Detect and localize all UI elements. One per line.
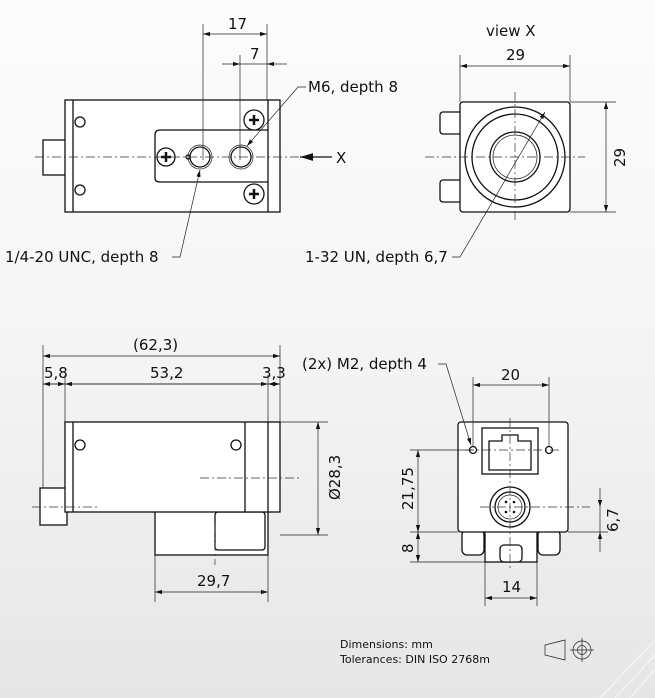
dim-14: 14: [502, 578, 521, 596]
back-view: 20 (2x) M2, depth 4 21,75 8 6,7 14: [302, 355, 622, 606]
dim-62-3: (62,3): [133, 336, 178, 354]
dim-8: 8: [399, 543, 417, 553]
screw-icon: [243, 183, 265, 205]
m6-label: M6, depth 8: [308, 78, 398, 96]
background-stripes: [599, 639, 655, 698]
dim-29-width: 29: [506, 46, 525, 64]
dim-6-7: 6,7: [604, 508, 622, 532]
tolerances-note: Tolerances: DIN ISO 2768m: [339, 653, 490, 666]
projection-symbol-icon: [544, 638, 594, 662]
top-view: X 17 7 M6, depth 8 1/4-20 UNC, depth 8: [5, 15, 398, 266]
dimensions-note: Dimensions: mm: [340, 638, 433, 651]
dim-53-2: 53,2: [150, 364, 183, 382]
front-view: view X 29 29 1-32 UN, depth 6,7: [305, 22, 629, 266]
side-view: (62,3) 5,8 53,2 3,3 Ø28,3 29,7: [32, 336, 344, 602]
dim-29-height: 29: [611, 148, 629, 167]
dim-29-7: 29,7: [197, 572, 230, 590]
dim-5-8: 5,8: [44, 364, 68, 382]
dim-21-75: 21,75: [399, 467, 417, 510]
screw-icon: [243, 109, 265, 131]
view-x-title: view X: [486, 22, 536, 40]
dim-3-3: 3,3: [262, 364, 286, 382]
dim-diameter-28-3: Ø28,3: [326, 455, 344, 500]
dim-17: 17: [228, 15, 247, 33]
dim-7: 7: [250, 45, 260, 63]
un-label: 1-32 UN, depth 6,7: [305, 248, 448, 266]
dim-20: 20: [501, 366, 520, 384]
m2-label: (2x) M2, depth 4: [302, 355, 427, 373]
view-arrow-label: X: [336, 149, 346, 167]
unc-label: 1/4-20 UNC, depth 8: [5, 248, 159, 266]
